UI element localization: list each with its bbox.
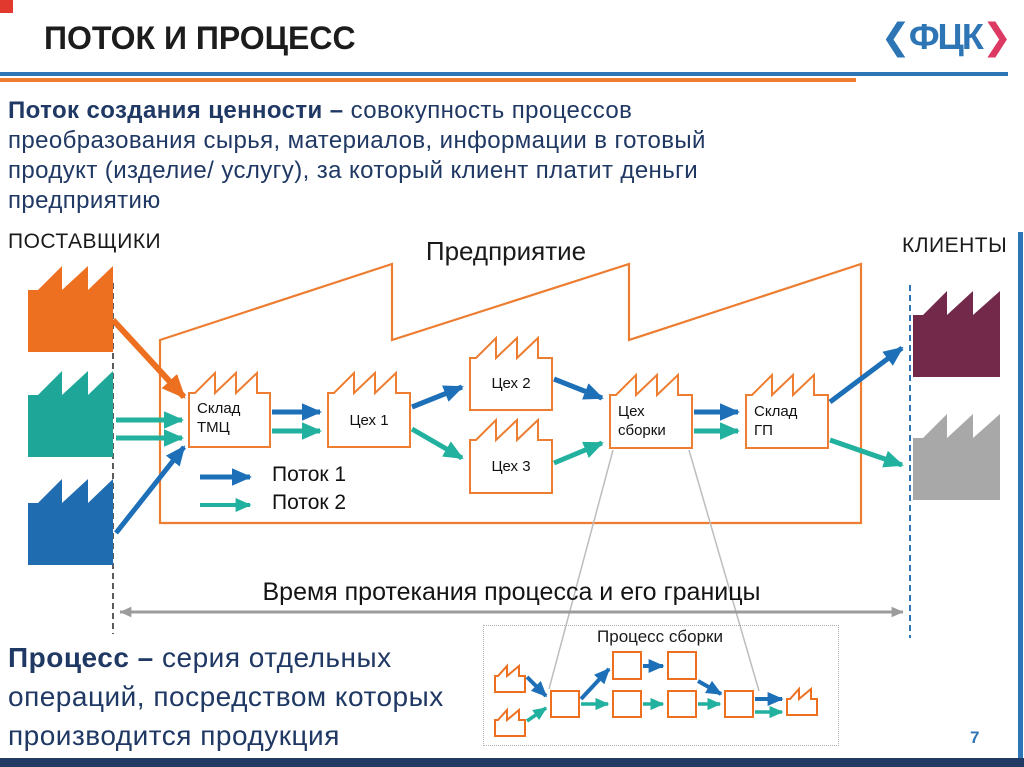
logo-bracket-right: ❯	[981, 16, 1012, 57]
box-ceh2-label: Цех 2	[491, 375, 531, 392]
enterprise-label: Предприятие	[425, 236, 587, 266]
definition-value-stream-term: Поток создания ценности –	[8, 97, 344, 124]
box-sklad-gp-shape	[745, 372, 829, 449]
mini-arrow-blue-up	[579, 667, 611, 701]
mini-step-1	[550, 690, 580, 718]
mini-arrow-blue-down	[697, 679, 723, 696]
mini-step-2	[612, 651, 642, 680]
process-time-label: Время протекания процесса и его границы	[262, 578, 761, 606]
header-rule-blue	[0, 72, 1008, 76]
logo-letters: ФЦК	[908, 16, 984, 57]
definition-process: Процесс – серия отдельных операций, поср…	[8, 638, 488, 755]
page-number: 7	[970, 728, 980, 747]
subprocess-detail-box	[483, 625, 839, 746]
corner-accent-square	[0, 0, 13, 13]
box-sklad-tmc-label: Склад ТМЦ	[197, 400, 241, 436]
mini-factory-right-icon	[786, 686, 818, 716]
arrow-blue-supply	[114, 445, 186, 535]
page-title: ПОТОК И ПРОЦЕСС	[44, 20, 356, 56]
arrow-orange-supply	[110, 317, 187, 400]
box-ceh3-shape	[469, 417, 553, 494]
definition-process-body: серия отдельных операций, посредством ко…	[8, 642, 444, 751]
mini-arrow-teal-in	[526, 706, 548, 723]
arrow-teal-gp-client	[829, 437, 904, 468]
suppliers-label: ПОСТАВЩИКИ	[8, 230, 162, 253]
arrow-blue-ceh2-sborka	[553, 376, 604, 401]
box-ceh-sborki-label: Цех сборки	[618, 403, 666, 439]
box-ceh3-label: Цех 3	[491, 458, 531, 475]
mini-arrow-blue-in	[525, 675, 548, 698]
definition-value-stream-body: совокупность процессов преобразования сы…	[8, 97, 706, 214]
arrow-blue-ceh1-ceh2	[411, 384, 464, 410]
mini-step-3	[667, 651, 697, 680]
mini-factory-bottom-left-icon	[494, 707, 526, 737]
logo-bracket-left: ❮	[880, 16, 911, 57]
mini-step-6	[724, 690, 754, 718]
definition-process-term: Процесс –	[8, 642, 154, 673]
supplier-factory-blue-icon	[28, 479, 113, 565]
header-rule-orange	[0, 78, 856, 82]
subprocess-title: Процесс сборки	[597, 627, 723, 646]
mini-step-5	[667, 690, 697, 718]
fck-logo: ❮ФЦК❯	[880, 16, 1012, 58]
subprocess-callout-line-left	[548, 449, 614, 690]
subprocess-callout-line-right	[688, 449, 760, 692]
legend-flow2-label: Поток 2	[272, 491, 347, 514]
client-factory-gray-icon	[913, 414, 1000, 500]
clients-label: КЛИЕНТЫ	[902, 234, 1008, 257]
box-ceh2-shape	[469, 335, 553, 411]
supplier-factory-orange-icon	[28, 266, 113, 352]
client-factory-maroon-icon	[913, 291, 1000, 377]
box-sklad-tmc-shape	[188, 370, 271, 448]
arrow-teal-ceh1-ceh3	[410, 426, 464, 461]
box-sklad-gp-label: Склад ГП	[754, 403, 798, 439]
mini-factory-top-left-icon	[494, 663, 526, 693]
definition-value-stream: Поток создания ценности – совокупность п…	[8, 96, 958, 216]
box-ceh-sborki-shape	[609, 372, 693, 449]
box-ceh1-label: Цех 1	[349, 412, 389, 429]
bottom-accent-bar	[0, 758, 1024, 767]
mini-step-4	[612, 690, 642, 718]
right-edge-accent-bar	[1018, 232, 1023, 758]
arrow-blue-gp-client	[828, 346, 904, 404]
box-ceh1-shape	[327, 370, 411, 448]
legend-flow1-label: Поток 1	[272, 463, 347, 486]
supplier-factory-teal-icon	[28, 371, 113, 457]
arrow-teal-ceh3-sborka	[553, 440, 604, 466]
enterprise-outline	[158, 262, 863, 525]
